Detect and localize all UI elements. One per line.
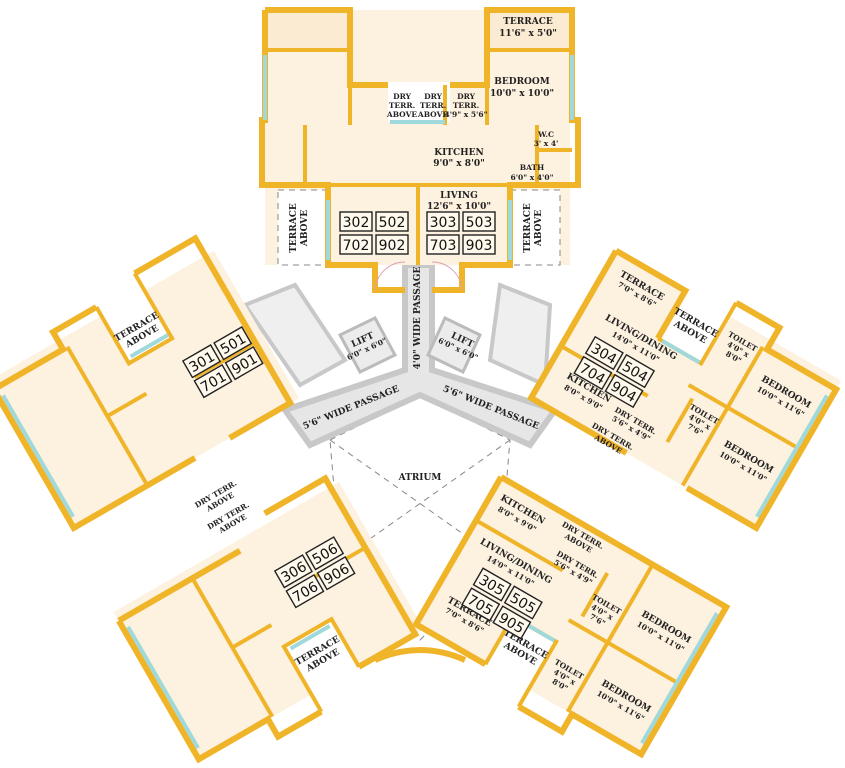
terrace-label: TERRACE: [503, 17, 553, 27]
bath-size: 6'0" x 4'0": [511, 173, 554, 182]
unit-number: 903: [466, 238, 493, 254]
lift-left: [337, 316, 398, 374]
passage-top-label: 4'0" WIDE PASSAGE: [413, 267, 423, 370]
unit-number: 702: [343, 238, 370, 254]
living-label: LIVING: [440, 191, 478, 201]
unit-number: 502: [379, 215, 406, 231]
curved-bridge: [373, 647, 467, 663]
terrace-size: 11'6" x 5'0": [499, 29, 557, 39]
unit-number-box: [462, 211, 496, 232]
stair-right: [487, 282, 553, 389]
unit-number-box: [339, 211, 373, 232]
dry-terrace-label: ABOVE: [417, 110, 449, 119]
left-upper-wing: TERRACE ABOVE 301 501 701 901: [0, 234, 299, 533]
atrium-diagonal: [329, 439, 501, 561]
bedroom-label: BEDROOM: [494, 77, 549, 87]
terrace-above-label: ABOVE: [534, 210, 544, 247]
unit-number-box: [375, 234, 409, 255]
terrace-above-label: TERRACE: [523, 203, 533, 253]
right-lower-wing: KITCHEN 8'0" x 9'0" DRY TERR. ABOVE DRY …: [411, 474, 731, 759]
unit-number: 703: [430, 238, 457, 254]
unit-number-box: [426, 234, 460, 255]
atrium-label: ATRIUM: [398, 473, 442, 483]
dry-terrace-label: DRY: [424, 92, 443, 101]
left-lower-wing: TERRACE ABOVE 306 506 706 906: [113, 474, 424, 764]
dry-terrace-label: DRY: [457, 92, 476, 101]
wc-size: 3' x 4': [534, 139, 559, 148]
unit-number-box: [426, 211, 460, 232]
right-upper-wing: TERRACE 7'0" x 8'6" TERRACE ABOVE TOILET…: [526, 248, 842, 533]
dry-terrace-label: ABOVE: [386, 110, 418, 119]
atrium-diagonal: [339, 439, 511, 561]
unit-number: 503: [466, 215, 493, 231]
dry-terrace-label: TERR.: [389, 101, 415, 110]
passage-corridor: [280, 262, 560, 449]
dry-terrace-label: TERR.: [420, 101, 446, 110]
living-size: 12'6" x 10'0": [427, 202, 491, 212]
wc-label: W.C: [537, 130, 554, 139]
core: 4'0" WIDE PASSAGE 5'6" WIDE PASSAGE 5'6"…: [241, 262, 560, 663]
left-dry-terraces: DRY TERR. ABOVE DRY TERR. ABOVE: [193, 479, 251, 536]
terrace-above-label: TERRACE: [289, 203, 299, 253]
dry-terrace-label: TERR.: [453, 101, 479, 110]
unit-number: 303: [430, 215, 457, 231]
bedroom-size: 10'0" x 10'0": [490, 89, 554, 99]
bath-label: BATH: [520, 163, 544, 172]
dry-terrace-size: 4'9" x 5'6": [445, 110, 488, 119]
terrace-above-label: ABOVE: [300, 210, 310, 247]
dry-terrace-label: DRY: [393, 92, 412, 101]
unit-number-box: [462, 234, 496, 255]
unit-number: 302: [343, 215, 370, 231]
unit-number-box: [339, 234, 373, 255]
top-wing: 302 502 702 902 303 503 703 903 TERRACE …: [259, 7, 581, 293]
stair-left: [241, 282, 348, 388]
unit-number: 902: [379, 238, 406, 254]
kitchen-size: 9'0" x 8'0": [433, 159, 485, 169]
lift-right: [426, 315, 482, 375]
kitchen-label: KITCHEN: [434, 148, 483, 158]
unit-number-box: [375, 211, 409, 232]
